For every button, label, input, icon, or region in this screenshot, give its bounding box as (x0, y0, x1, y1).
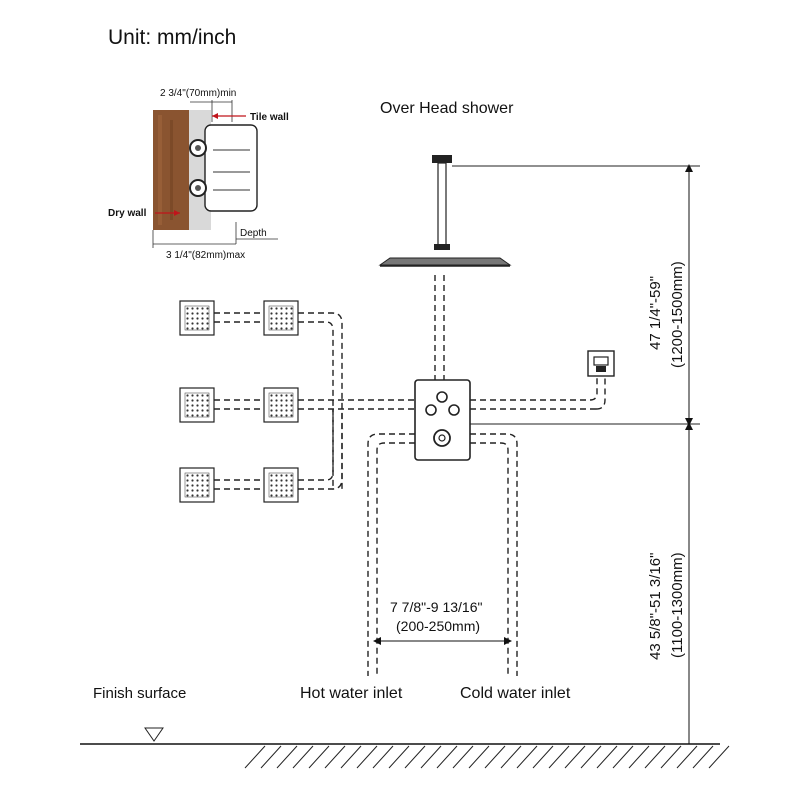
lower-height-mm: (1100-1300mm) (669, 552, 686, 658)
body-jet-icon (263, 467, 299, 503)
hatch-line (452, 745, 474, 769)
upper-height-inches: 47 1/4"-59" (647, 276, 664, 350)
hatch-line (596, 745, 618, 769)
hatch-line (292, 745, 314, 769)
max-depth-label: 3 1/4"(82mm)max (166, 250, 245, 261)
body-jet-pipes (214, 312, 415, 490)
hatch-line (420, 745, 442, 769)
cold-water-inlet-label: Cold water inlet (460, 685, 571, 702)
finish-surface-label: Finish surface (93, 685, 186, 702)
hatch-line (692, 745, 714, 769)
thermostatic-valve-icon (414, 379, 471, 461)
hatch-line (308, 745, 330, 769)
min-depth-label: 2 3/4"(70mm)min (160, 88, 236, 99)
spacing-inches: 7 7/8"-9 13/16" (390, 599, 482, 615)
body-jet-icon (179, 387, 215, 423)
hatch-line (244, 745, 266, 769)
height-dimension-lines (452, 164, 700, 744)
hatch-line (356, 745, 378, 769)
overhead-supply-pipe (434, 275, 445, 380)
spacing-mm: (200-250mm) (396, 618, 480, 634)
body-jet-icon (179, 467, 215, 503)
tile-wall-label: Tile wall (250, 112, 289, 123)
hatch-line (644, 745, 666, 769)
dry-wall-label: Dry wall (108, 208, 147, 219)
hatch-line (436, 745, 458, 769)
floor-hatch (244, 745, 730, 769)
hatch-line (324, 745, 346, 769)
hatch-line (548, 745, 570, 769)
hatch-line (628, 745, 650, 769)
hatch-line (404, 745, 426, 769)
upper-height-mm: (1200-1500mm) (669, 261, 686, 368)
valve-body (204, 124, 258, 212)
hatch-line (660, 745, 682, 769)
hand-shower-holder-icon (587, 350, 615, 377)
body-jet-icon (179, 300, 215, 336)
hatch-line (484, 745, 506, 769)
lower-height-inches: 43 5/8"-51 3/16" (647, 553, 664, 660)
valve-depth-detail: 2 3/4"(70mm)min Tile wall Dry wall Depth… (108, 88, 289, 261)
hatch-line (260, 745, 282, 769)
hatch-line (564, 745, 586, 769)
hatch-line (532, 745, 554, 769)
hatch-line (612, 745, 634, 769)
hatch-line (500, 745, 522, 769)
hatch-line (468, 745, 490, 769)
hatch-line (676, 745, 698, 769)
hot-water-inlet-label: Hot water inlet (300, 685, 403, 702)
hatch-line (340, 745, 362, 769)
hatch-line (708, 745, 730, 769)
hatch-line (276, 745, 298, 769)
rain-shower-head-icon (378, 155, 512, 267)
inlet-pipes (367, 433, 518, 676)
handheld-supply-pipe (470, 376, 606, 410)
unit-title: Unit: mm/inch (108, 26, 236, 49)
floor-marker-icon (144, 727, 164, 742)
hatch-line (372, 745, 394, 769)
hatch-line (388, 745, 410, 769)
hatch-line (580, 745, 602, 769)
overhead-shower-label: Over Head shower (380, 100, 514, 117)
body-jet-icon (263, 300, 299, 336)
depth-label: Depth (240, 228, 267, 239)
hatch-line (516, 745, 538, 769)
body-jet-icon (263, 387, 299, 423)
